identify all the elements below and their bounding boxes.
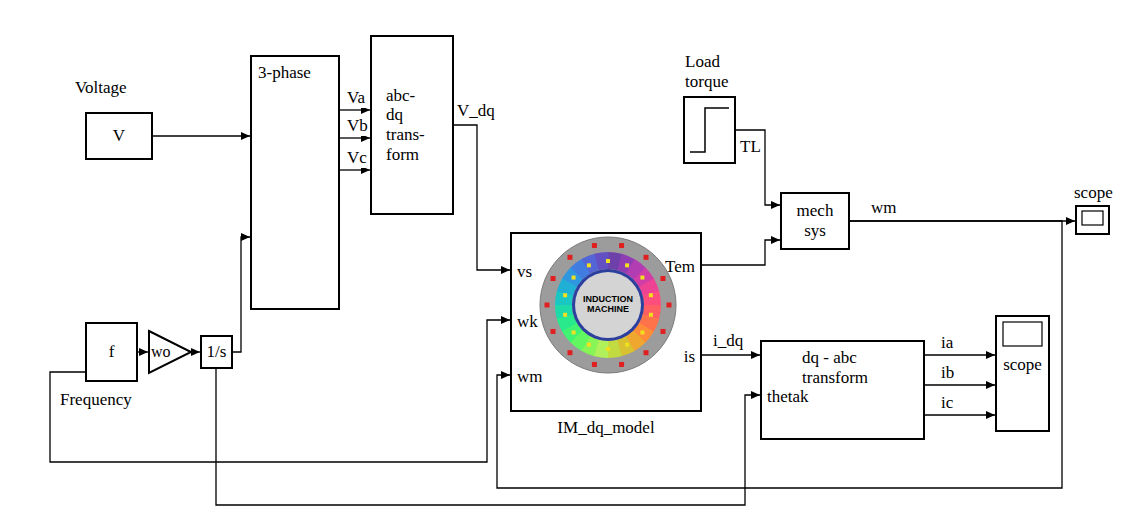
signal-wire [50, 320, 510, 462]
signal-wire [702, 354, 760, 355]
gain-triangle-outline [149, 331, 191, 373]
stator-slot [619, 243, 624, 248]
stator-slot [644, 350, 649, 355]
signal-name: Va [346, 88, 366, 108]
signal-name: Vb [346, 116, 369, 136]
stator-disc [540, 237, 676, 373]
stator-slot [667, 303, 672, 308]
scope-screen [1082, 211, 1103, 225]
signal-name: ib [940, 363, 955, 383]
rotor-slot [606, 259, 610, 263]
rotor-slot [587, 263, 591, 267]
rotor-slot [649, 293, 653, 297]
rotor-band [572, 269, 644, 341]
signal-wire [454, 125, 510, 270]
signal-name: ia [940, 333, 954, 353]
port-label: thetak [767, 387, 809, 407]
block-label: 3-phase [258, 63, 311, 83]
signal-name: Vc [346, 148, 368, 168]
rotor-slot [563, 313, 567, 317]
stator-slot [567, 350, 572, 355]
rotor-slot [625, 343, 629, 347]
rotor-slot [640, 330, 644, 334]
signal-name: i_dq [712, 331, 744, 351]
step-curve [690, 108, 729, 152]
signal-wire [340, 109, 370, 110]
signal-wire [925, 414, 995, 415]
rotor-slot [572, 330, 576, 334]
block-label: dq - abc transform [802, 348, 882, 387]
signal-wire [340, 169, 370, 170]
block-label: wo [151, 343, 171, 361]
block-label: vs [517, 262, 532, 282]
integrator-block: 1/s [200, 335, 233, 369]
air-gap-ring [643, 291, 661, 305]
step-block: Load torque [683, 96, 736, 164]
stator-slot [545, 303, 550, 308]
rotor-core [575, 272, 641, 338]
signal-wire [925, 354, 995, 355]
port-label: V [113, 126, 125, 146]
signal-name: V_dq [456, 101, 496, 121]
stator-slot [660, 276, 665, 281]
stator-slot [644, 255, 649, 260]
block-label: f [109, 342, 115, 362]
signal-name: TL [739, 137, 762, 157]
signal-wire [138, 351, 148, 352]
source-block: fFrequency [85, 322, 138, 382]
port-label: Tem [665, 257, 695, 277]
block-label: Voltage [75, 78, 127, 98]
signal-name: wm [870, 198, 898, 218]
three-phase-block: 3-phase [250, 55, 340, 310]
port-label: is [684, 347, 695, 367]
scope-screen [1003, 322, 1042, 346]
scope-block: scope [995, 315, 1050, 432]
signal-name: ic [940, 393, 954, 413]
signal-wire [340, 137, 370, 138]
stator-slot [592, 243, 597, 248]
rotor-slot [625, 263, 629, 267]
stator-slot [619, 362, 624, 367]
port-label: wk [517, 312, 538, 332]
rotor-slot [649, 313, 653, 317]
source-block: VoltageV [85, 112, 153, 160]
stator-slot [551, 276, 556, 281]
port-label: IM_dq_model [557, 418, 654, 438]
block-label: 1/s [207, 342, 227, 362]
port-label: wm [517, 367, 543, 387]
signal-wire [925, 384, 995, 385]
block-label: mech sys [794, 201, 836, 240]
rotor-slot [606, 347, 610, 351]
rotor-slot [587, 343, 591, 347]
block-label: Load torque [685, 52, 743, 91]
transform-block: dq - abc transformthetak [760, 340, 925, 440]
port-label: INDUCTION MACHINE [577, 295, 639, 315]
mechanical-block: mech sys [780, 192, 850, 250]
signal-wire [702, 240, 780, 265]
stator-slot [551, 329, 556, 334]
induction-machine-picture [540, 237, 676, 373]
signal-wire [497, 221, 1062, 488]
rotor-slot [640, 276, 644, 280]
rotor-slot [572, 276, 576, 280]
gain-triangle: wo [148, 330, 192, 374]
stator-slot [660, 329, 665, 334]
port-label: Frequency [60, 390, 132, 410]
rotor-slot [563, 293, 567, 297]
air-gap-ring [555, 304, 573, 318]
block-label: scope [1003, 355, 1042, 375]
signal-wire [233, 237, 250, 352]
stator-slot [592, 362, 597, 367]
block-label: abc- dq trans- form [386, 86, 432, 164]
step-symbol [683, 96, 736, 164]
signal-wire [153, 135, 250, 136]
stator-slot [567, 255, 572, 260]
machine-model-block: vswkwmINDUCTION MACHINETemisIM_dq_model [510, 232, 702, 412]
transform-block: abc- dq trans- form [370, 35, 454, 215]
scope-icon [1075, 205, 1110, 235]
signal-wire [736, 130, 780, 205]
scope-block: scope [1075, 205, 1110, 235]
block-label: scope [1074, 183, 1113, 203]
